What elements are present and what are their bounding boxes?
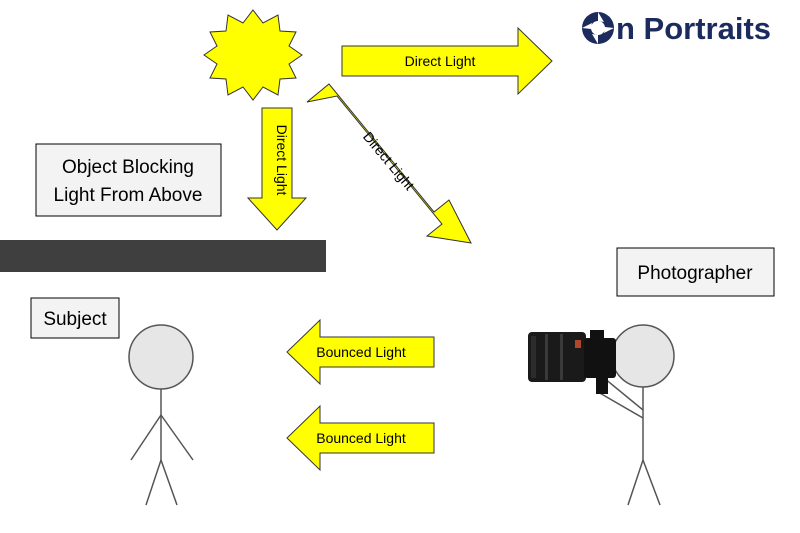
sun-icon — [203, 9, 303, 101]
bounced-light-label-bottom: Bounced Light — [316, 430, 406, 446]
object-blocking-line-2: Light From Above — [54, 185, 203, 206]
subject-label: Subject — [30, 297, 120, 339]
photographer-figure — [597, 324, 675, 506]
logo-text: n Portraits — [616, 11, 771, 46]
direct-light-label-down: Direct Light — [274, 125, 290, 196]
bounced-light-arrow-bottom: Bounced Light — [286, 404, 435, 472]
aperture-icon — [582, 12, 614, 44]
subject-label-text: Subject — [43, 309, 107, 330]
direct-light-arrow-down: Direct Light — [246, 107, 308, 231]
blocking-object-bar — [0, 240, 326, 272]
direct-light-label-diagonal: Direct Light — [360, 129, 418, 194]
bounced-light-arrow-top: Bounced Light — [286, 318, 435, 386]
subject-figure — [128, 324, 194, 506]
object-blocking-label: Object Blocking Light From Above — [35, 143, 222, 217]
photographer-label: Photographer — [616, 247, 775, 297]
object-blocking-line-1: Object Blocking — [62, 157, 194, 178]
photographer-label-text: Photographer — [637, 263, 753, 284]
camera-icon — [528, 330, 616, 394]
direct-light-label-right: Direct Light — [405, 53, 476, 69]
direct-light-arrow-diagonal: Direct Light — [306, 83, 472, 244]
bounced-light-label-top: Bounced Light — [316, 344, 406, 360]
direct-light-arrow-right: Direct Light — [341, 26, 553, 96]
on-portraits-logo: n Portraits — [582, 11, 771, 46]
